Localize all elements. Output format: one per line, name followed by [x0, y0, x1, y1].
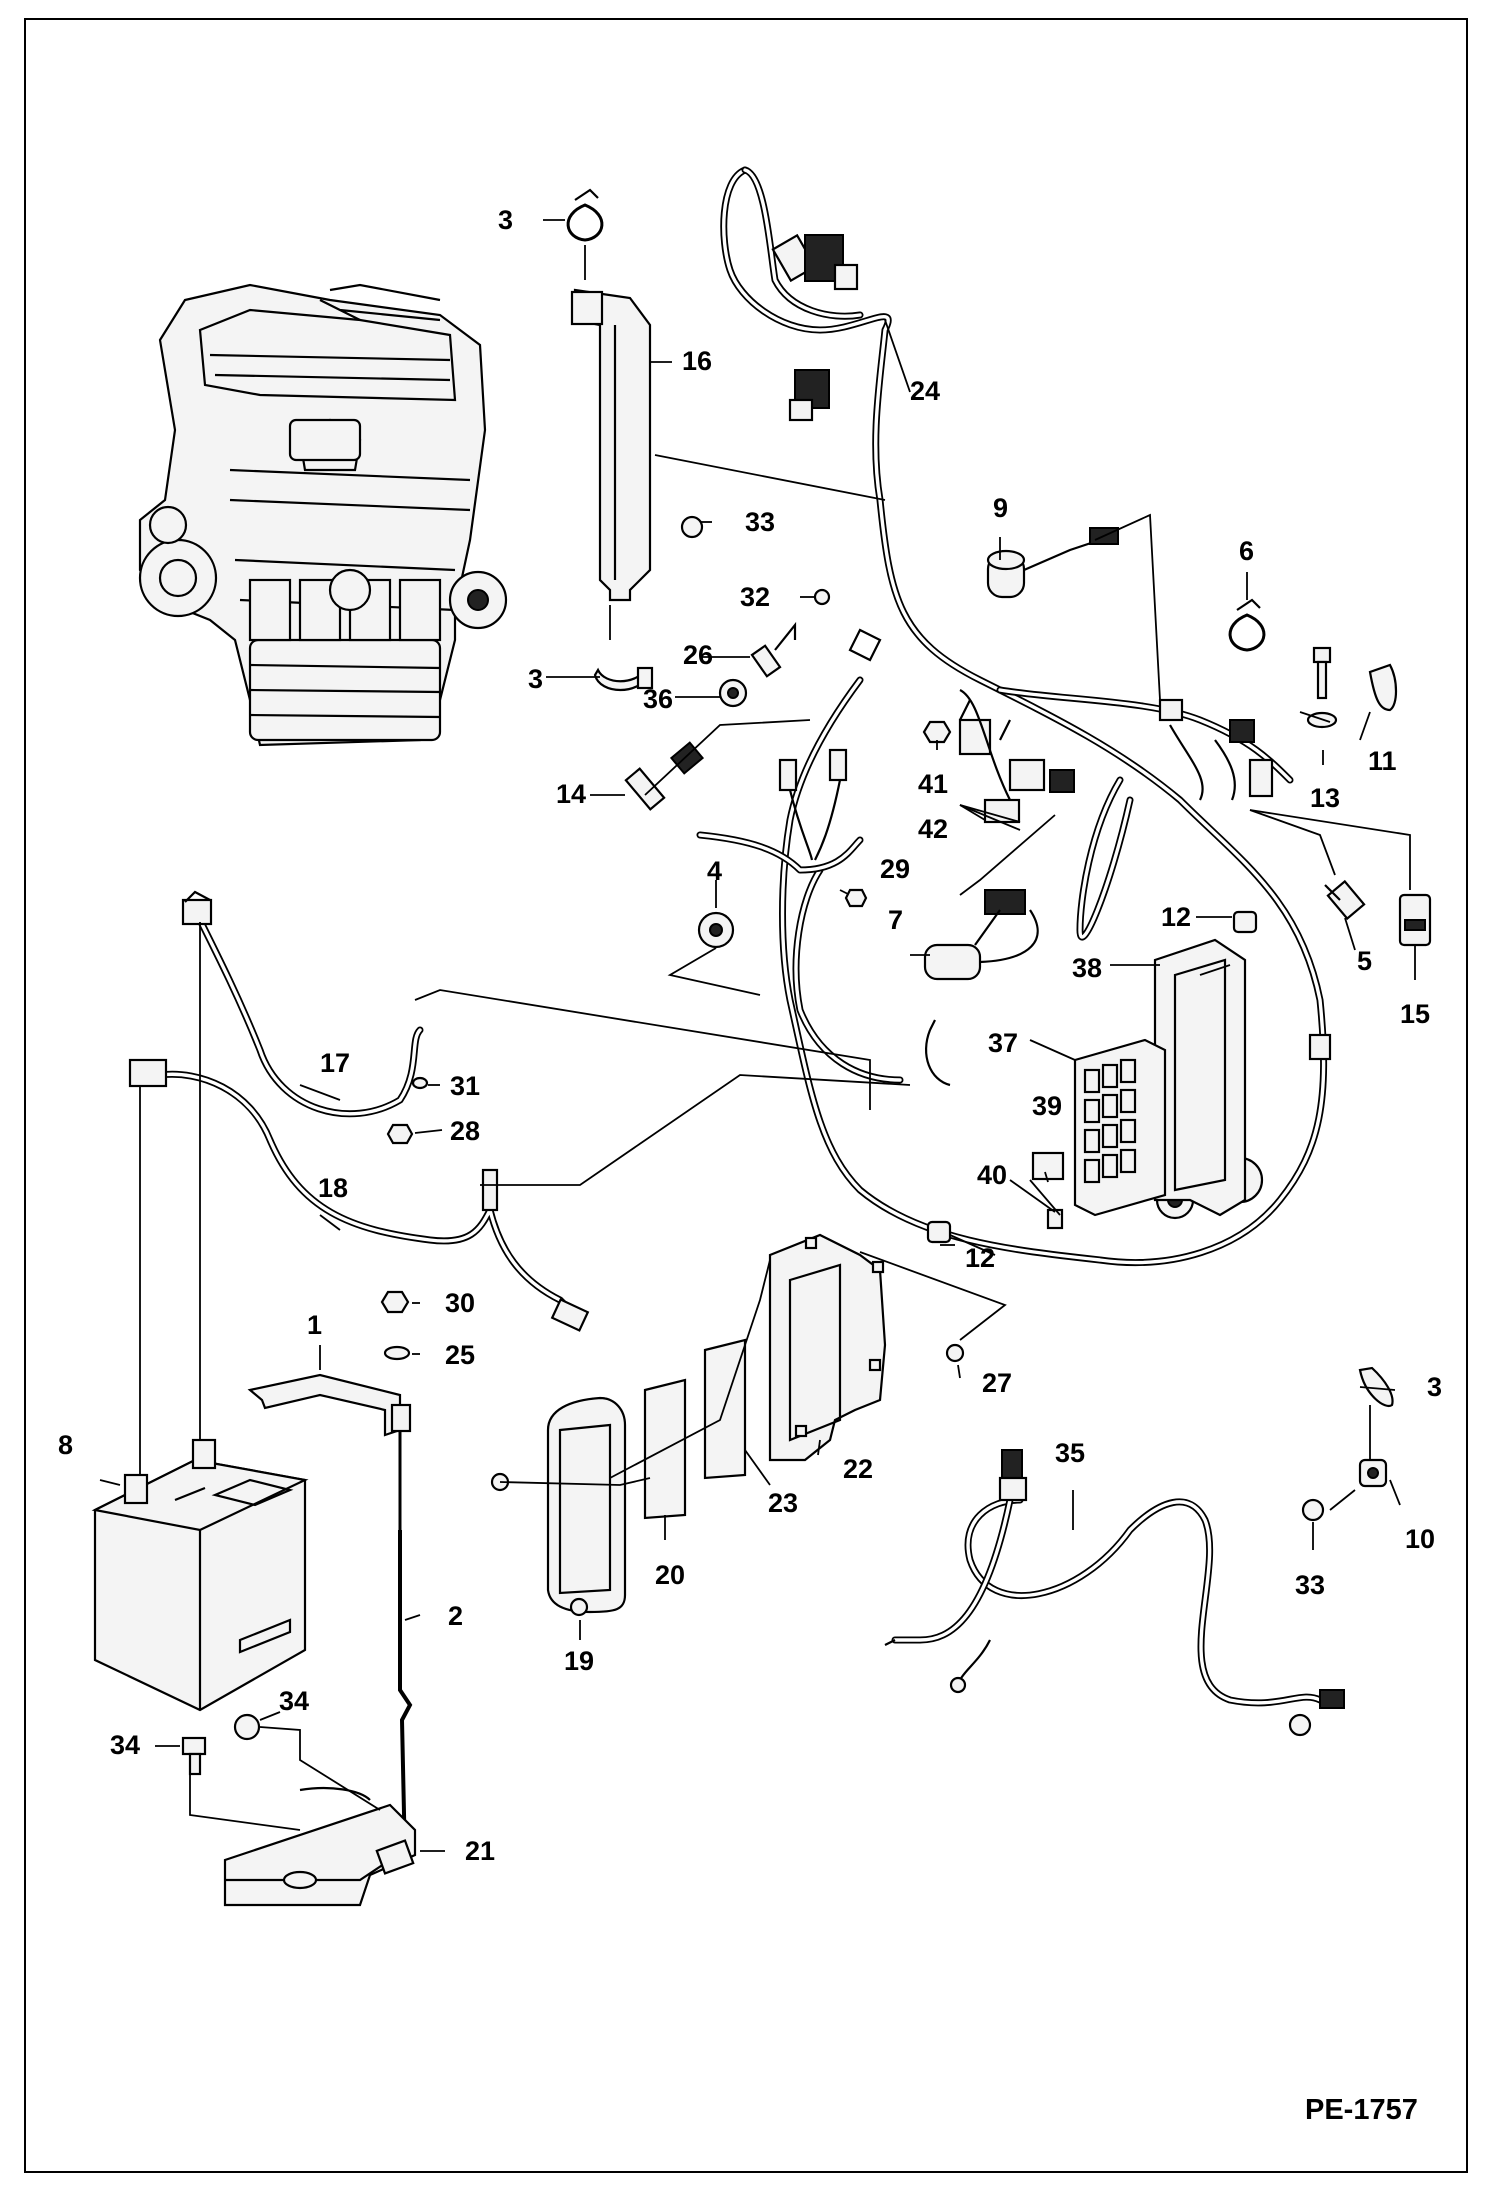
harness-35	[884, 1449, 1345, 1737]
callout-8: 8	[58, 1430, 74, 1460]
callout-24: 24	[910, 376, 941, 406]
battery-8	[91, 1438, 309, 1712]
callout-3-lower: 3	[528, 664, 544, 694]
callout-22: 22	[843, 1454, 874, 1484]
callout-37: 37	[988, 1028, 1019, 1058]
callout-34-left: 34	[110, 1730, 141, 1760]
grommet-36	[718, 678, 748, 708]
callout-15: 15	[1400, 999, 1431, 1029]
callout-18: 18	[318, 1173, 349, 1203]
fuse-block-37	[1073, 1038, 1167, 1217]
callout-26: 26	[683, 640, 714, 670]
nut-28	[386, 1123, 414, 1145]
callout-33: 33	[745, 507, 776, 537]
switch-15	[1398, 893, 1432, 947]
callout-36: 36	[643, 684, 674, 714]
callout-13: 13	[1310, 783, 1341, 813]
bolt-34-left	[181, 1736, 207, 1776]
callout-25: 25	[445, 1340, 476, 1370]
callout-16: 16	[682, 346, 713, 376]
callout-32: 32	[740, 582, 771, 612]
callout-34-upper: 34	[279, 1686, 310, 1716]
callout-1: 1	[307, 1310, 323, 1340]
clip-3-right	[1358, 1366, 1394, 1408]
bracket-16	[570, 288, 652, 602]
callout-21: 21	[465, 1836, 496, 1866]
clamp-3-lower	[593, 666, 654, 692]
callout-17: 17	[320, 1048, 351, 1078]
callout-40: 40	[977, 1160, 1008, 1190]
callout-28: 28	[450, 1116, 481, 1146]
callout-33-right: 33	[1295, 1570, 1326, 1600]
callout-6: 6	[1239, 536, 1255, 566]
callout-30: 30	[445, 1288, 476, 1318]
washer-25	[383, 1345, 411, 1361]
callout-38: 38	[1072, 953, 1103, 983]
relay-39	[1031, 1151, 1065, 1181]
screw-27	[945, 1343, 965, 1363]
nut-41	[922, 720, 952, 744]
figure-id: PE-1757	[1305, 2094, 1418, 2126]
harness-24	[720, 166, 1332, 1266]
callout-42: 42	[918, 814, 949, 844]
callout-3: 3	[498, 205, 514, 235]
callout-4: 4	[707, 856, 723, 886]
nut-33-top	[680, 515, 704, 539]
callout-11: 11	[1368, 746, 1397, 776]
sensor-14	[624, 741, 705, 811]
callout-3-right: 3	[1427, 1372, 1443, 1402]
callout-10: 10	[1405, 1524, 1436, 1554]
diagram-frame	[24, 18, 1468, 2173]
clip-10	[1358, 1458, 1388, 1488]
nut-32	[813, 588, 831, 606]
sensor-26	[750, 621, 797, 678]
harness-branch	[696, 748, 864, 874]
nut-34-right	[233, 1713, 261, 1741]
callout-12-lower: 12	[965, 1243, 996, 1273]
cover-19	[546, 1396, 627, 1617]
rod-2	[398, 1430, 413, 1861]
callout-12: 12	[1161, 902, 1192, 932]
callout-5: 5	[1357, 946, 1373, 976]
nut-29	[844, 888, 868, 908]
relay-42	[959, 689, 1021, 824]
callout-29: 29	[880, 854, 911, 884]
callout-41: 41	[918, 769, 949, 799]
grommet-4	[697, 911, 735, 949]
tray-21	[223, 1786, 417, 1907]
cable-17	[181, 890, 424, 1118]
gasket-22	[768, 1233, 887, 1462]
callout-27: 27	[982, 1368, 1013, 1398]
hold-down-1	[247, 1373, 412, 1437]
callout-39: 39	[1032, 1091, 1063, 1121]
cable-18	[128, 1058, 590, 1332]
callout-31: 31	[450, 1071, 481, 1101]
engine-illustration	[138, 283, 508, 747]
leader-lines	[99, 219, 1416, 1852]
nut-33-right	[1301, 1498, 1325, 1522]
sensor-5	[1324, 879, 1366, 921]
clamp-6	[1228, 598, 1266, 652]
callout-14: 14	[556, 779, 587, 809]
grommet-12-lower	[926, 1220, 952, 1244]
callout-19: 19	[564, 1646, 595, 1676]
clip-11	[1368, 663, 1398, 712]
callout-7: 7	[888, 905, 904, 935]
motor-7	[923, 889, 1039, 981]
callout-35: 35	[1055, 1438, 1086, 1468]
nut-30	[380, 1290, 410, 1314]
fuse-40	[1046, 1208, 1064, 1230]
callout-2: 2	[448, 1601, 464, 1631]
callout-23: 23	[768, 1488, 799, 1518]
grommet-12-top	[1232, 910, 1258, 934]
clamp-3-top	[566, 188, 604, 242]
callout-9: 9	[993, 493, 1009, 523]
washer-31	[411, 1076, 429, 1090]
cover-38	[1153, 938, 1247, 1217]
callout-20: 20	[655, 1560, 686, 1590]
